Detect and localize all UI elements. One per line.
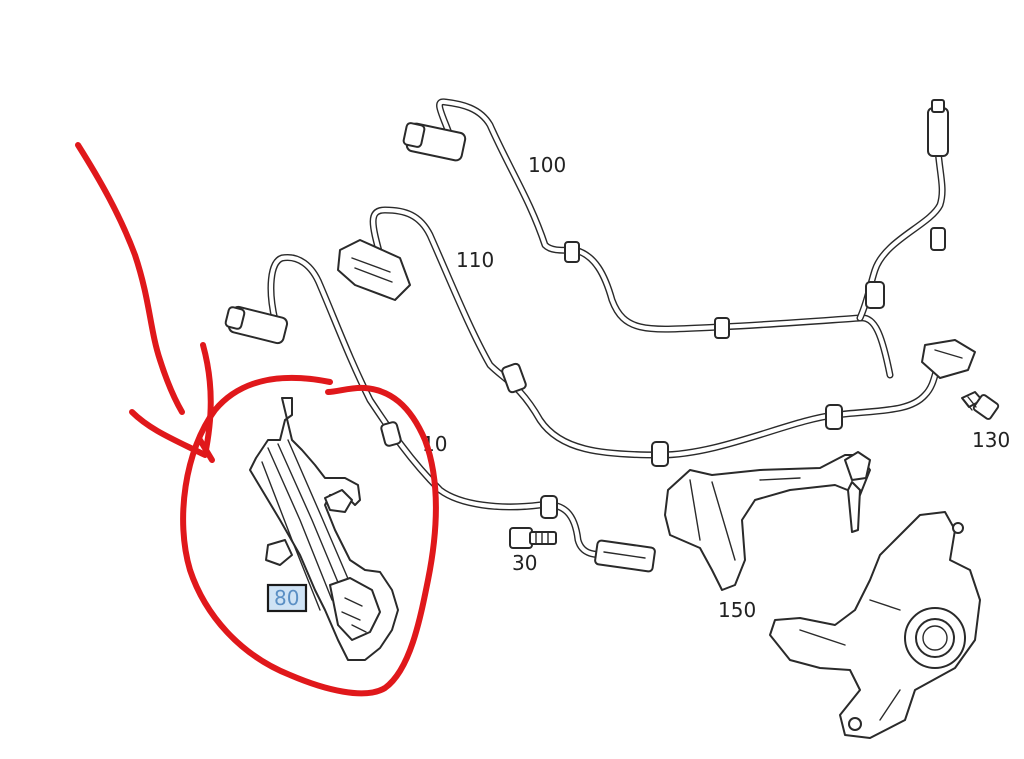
cable-100 bbox=[402, 98, 949, 379]
bolt-30 bbox=[509, 527, 557, 549]
label-30: 30 bbox=[512, 551, 537, 575]
red-annotation bbox=[75, 142, 439, 697]
steering-knuckle bbox=[769, 511, 981, 739]
label-80: 80 bbox=[274, 586, 299, 610]
annotation-arrow-shaft bbox=[75, 142, 185, 415]
cable-10 bbox=[224, 253, 656, 573]
cable-110 bbox=[337, 206, 976, 467]
bolt-130 bbox=[961, 391, 1000, 420]
label-80-box: 80 bbox=[266, 583, 308, 613]
label-110: 110 bbox=[456, 248, 494, 272]
bracket-150 bbox=[664, 451, 871, 591]
label-100: 100 bbox=[528, 153, 566, 177]
label-130: 130 bbox=[972, 428, 1010, 452]
holder-80 bbox=[249, 397, 399, 661]
annotation-arrow-head bbox=[129, 342, 214, 458]
label-150: 150 bbox=[718, 598, 756, 622]
